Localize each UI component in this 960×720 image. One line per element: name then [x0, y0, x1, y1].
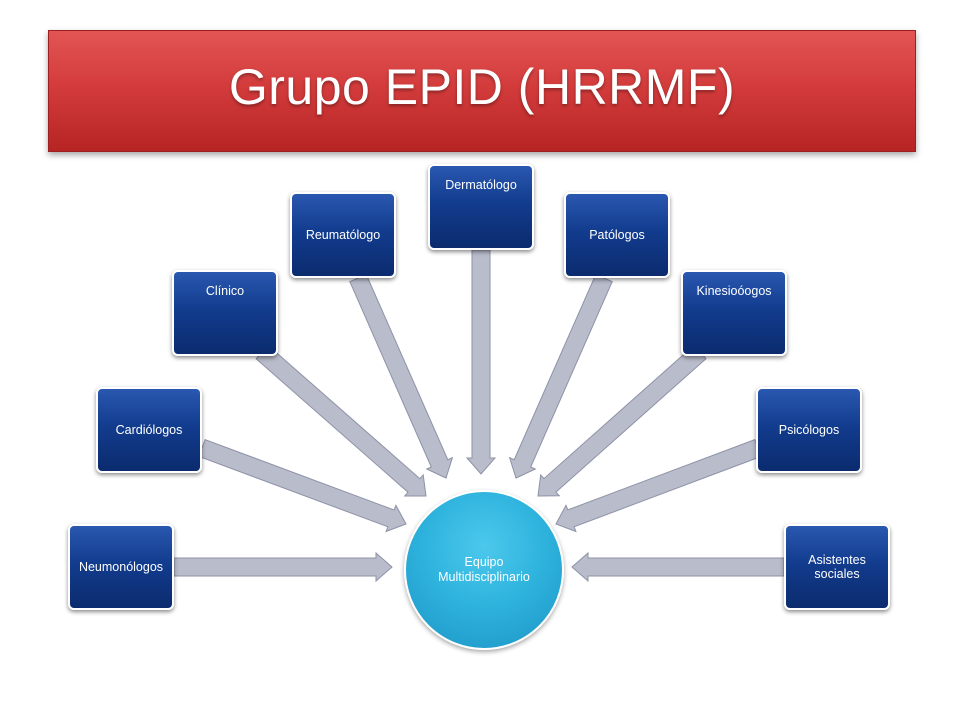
connector-arrow-7 [555, 438, 762, 533]
node-cardiologos: Cardiólogos [96, 387, 202, 473]
node-label: Cardiólogos [115, 422, 183, 437]
node-psicologos: Psicólogos [756, 387, 862, 473]
connector-arrow-2 [255, 344, 427, 497]
connector-arrow-0 [173, 551, 393, 583]
title-banner: Grupo EPID (HRRMF) [48, 30, 916, 152]
center-node: Equipo Multidisciplinario [404, 490, 564, 650]
node-patologos: Patólogos [564, 192, 670, 278]
node-label: Asistentes sociales [808, 552, 866, 581]
node-label: Neumonólogos [78, 559, 164, 574]
node-dermatologo: Dermatólogo [428, 164, 534, 250]
node-label: Dermatólogo [445, 178, 517, 192]
slide-title: Grupo EPID (HRRMF) [228, 59, 736, 115]
connector-arrow-4 [465, 249, 497, 475]
node-asistentes-sociales: Asistentes sociales [784, 524, 890, 610]
node-label: Clínico [205, 284, 245, 298]
connector-arrow-1 [198, 438, 407, 533]
node-neumonologos: Neumonólogos [68, 524, 174, 610]
node-label: Kinesioóogos [696, 284, 772, 298]
center-label: Equipo Multidisciplinario [438, 555, 530, 584]
connector-arrow-5 [508, 273, 613, 479]
connector-arrow-6 [537, 344, 707, 497]
node-label: Patólogos [589, 228, 645, 242]
connector-arrow-3 [349, 273, 454, 479]
node-reumatologo: Reumatólogo [290, 192, 396, 278]
node-label: Reumatólogo [305, 228, 381, 242]
node-clinico: Clínico [172, 270, 278, 356]
connector-arrow-8 [571, 551, 785, 583]
node-label: Psicólogos [778, 422, 840, 437]
node-kinesiologos: Kinesioóogos [681, 270, 787, 356]
